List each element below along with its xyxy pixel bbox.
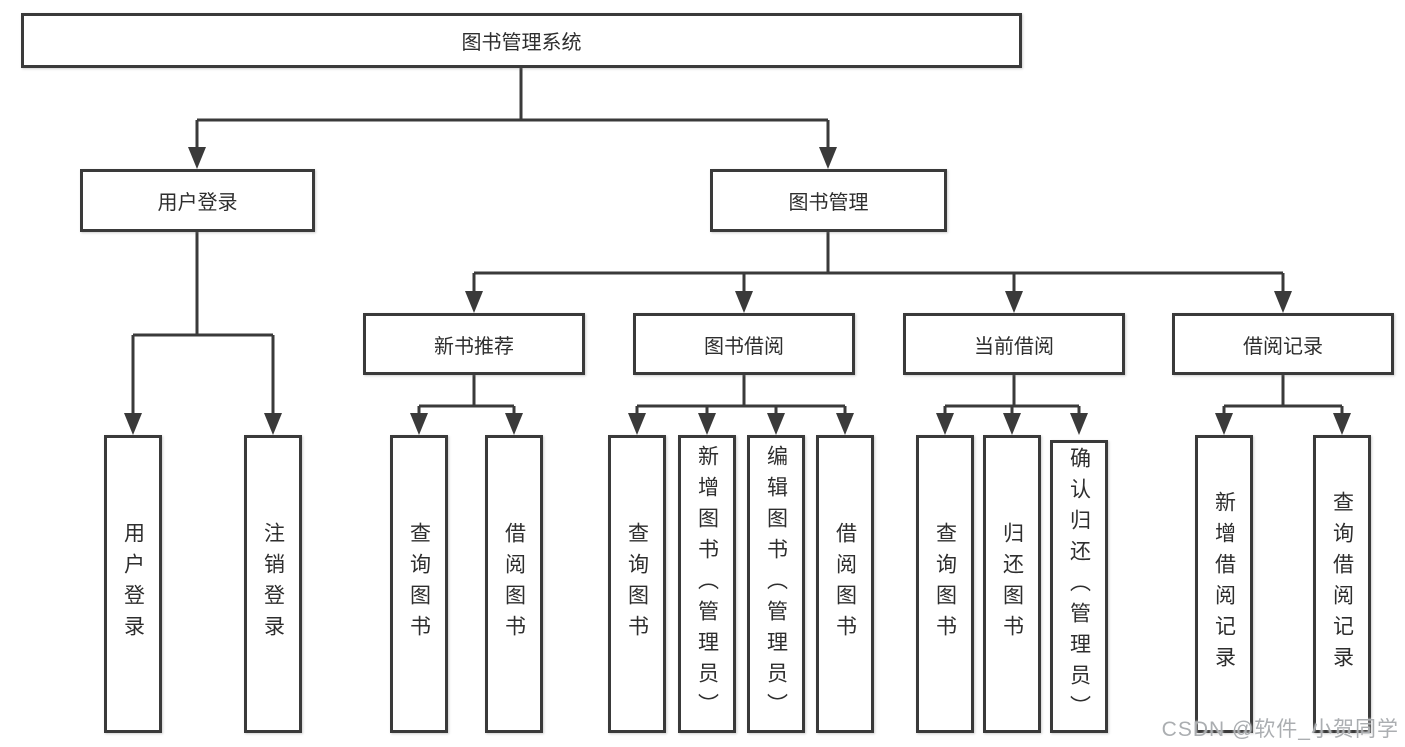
leaf-label: 归还图书 xyxy=(1000,522,1024,646)
leaf-label: 新增借阅记录 xyxy=(1212,491,1236,677)
node-user-login-branch: 用户登录 xyxy=(80,169,315,232)
leaf-label: 用户登录 xyxy=(121,522,145,646)
leaf-query-borrow-record: 查询借阅记录 xyxy=(1313,435,1371,733)
leaf-label: 查询图书 xyxy=(407,522,431,646)
leaf-add-books-admin: 新增图书（管理员） xyxy=(678,435,736,733)
leaf-edit-books-admin: 编辑图书（管理员） xyxy=(747,435,805,733)
node-book-borrow: 图书借阅 xyxy=(633,313,855,375)
csdn-watermark: CSDN @软件_小贺同学 xyxy=(1161,718,1399,741)
leaf-logout: 注销登录 xyxy=(244,435,302,733)
leaf-label: 确认归还（管理员） xyxy=(1067,447,1091,726)
node-library-management-system: 图书管理系统 xyxy=(21,13,1022,68)
leaf-query-books: 查询图书 xyxy=(916,435,974,733)
node-current-borrow: 当前借阅 xyxy=(903,313,1125,375)
leaf-label: 编辑图书（管理员） xyxy=(764,444,788,724)
leaf-label: 注销登录 xyxy=(261,522,285,646)
node-new-book-recommend: 新书推荐 xyxy=(363,313,585,375)
leaf-label: 查询图书 xyxy=(625,522,649,646)
leaf-query-books: 查询图书 xyxy=(390,435,448,733)
leaf-label: 新增图书（管理员） xyxy=(695,444,719,724)
leaf-return-books: 归还图书 xyxy=(983,435,1041,733)
leaf-label: 查询借阅记录 xyxy=(1330,491,1354,677)
leaf-label: 借阅图书 xyxy=(833,522,857,646)
leaf-label: 借阅图书 xyxy=(502,522,526,646)
leaf-confirm-return-admin: 确认归还（管理员） xyxy=(1050,440,1108,733)
node-borrow-records: 借阅记录 xyxy=(1172,313,1394,375)
leaf-user-login: 用户登录 xyxy=(104,435,162,733)
leaf-label: 查询图书 xyxy=(933,522,957,646)
leaf-borrow-books: 借阅图书 xyxy=(485,435,543,733)
leaf-query-books: 查询图书 xyxy=(608,435,666,733)
node-book-management-branch: 图书管理 xyxy=(710,169,947,232)
arrowheads xyxy=(124,147,1351,435)
leaf-add-borrow-record: 新增借阅记录 xyxy=(1195,435,1253,733)
leaf-borrow-books: 借阅图书 xyxy=(816,435,874,733)
